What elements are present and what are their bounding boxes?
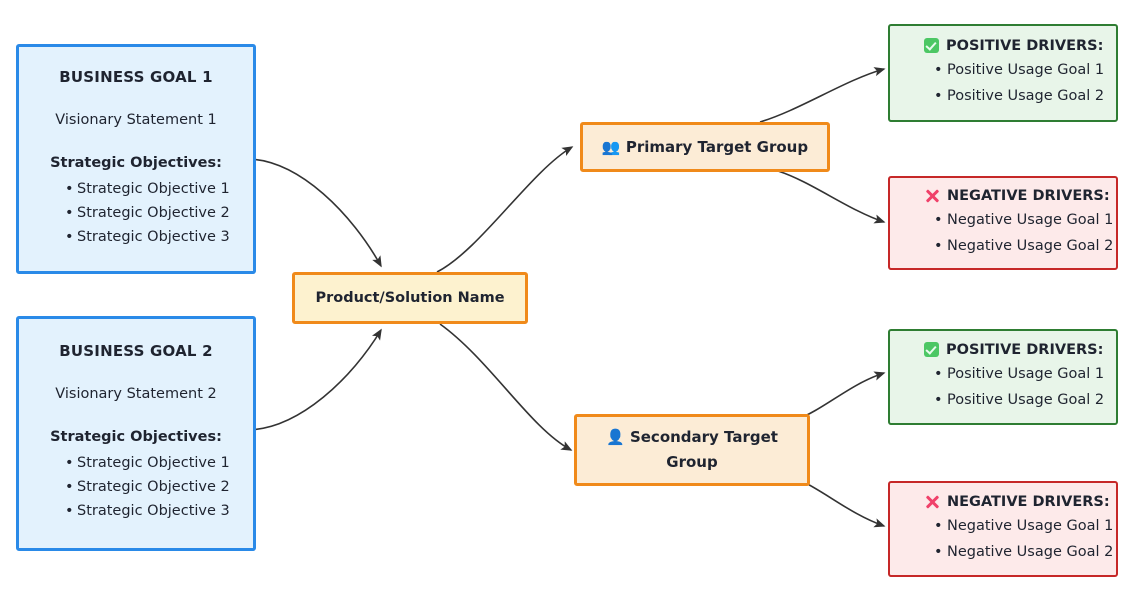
edge-goal1-to-product: [248, 158, 382, 268]
business-goal-2-objectives-heading: Strategic Objectives:: [50, 429, 222, 445]
edge-secondary-to-positive-2: [795, 371, 886, 421]
positive-drivers-2-heading-text: POSITIVE DRIVERS:: [946, 341, 1104, 358]
list-item: Negative Usage Goal 1: [934, 513, 1116, 539]
bust-in-silhouette-icon: 👤: [606, 428, 625, 446]
business-goal-1-objectives-heading: Strategic Objectives:: [50, 154, 222, 171]
busts-in-silhouette-icon: 👥: [601, 137, 621, 156]
edge-primary-to-positive-1: [759, 67, 886, 123]
list-item: Negative Usage Goal 2: [934, 539, 1116, 565]
product-solution-label: Product/Solution Name: [315, 290, 505, 306]
positive-drivers-2-heading: POSITIVE DRIVERS:: [890, 342, 1116, 358]
positive-drivers-1-list: Positive Usage Goal 1 Positive Usage Goa…: [890, 57, 1116, 109]
negative-drivers-2-heading: NEGATIVE DRIVERS:: [890, 494, 1116, 510]
negative-drivers-1-heading-text: NEGATIVE DRIVERS:: [947, 187, 1110, 204]
secondary-target-group-node[interactable]: 👤 Secondary Target Group: [574, 414, 810, 486]
business-goal-1-vision: Visionary Statement 1: [55, 111, 217, 128]
cross-mark-icon: [924, 494, 940, 510]
list-item: Strategic Objective 1: [65, 177, 237, 201]
list-item: Strategic Objective 1: [65, 451, 237, 475]
product-solution-node[interactable]: Product/Solution Name: [292, 272, 528, 324]
negative-drivers-1-node[interactable]: NEGATIVE DRIVERS: Negative Usage Goal 1 …: [888, 176, 1118, 270]
negative-drivers-1-heading: NEGATIVE DRIVERS:: [890, 188, 1116, 204]
check-mark-button-icon: [924, 38, 939, 53]
edge-product-to-primary: [436, 146, 574, 273]
business-goal-2-title: BUSINESS GOAL 2: [59, 342, 213, 360]
positive-drivers-2-node[interactable]: POSITIVE DRIVERS: Positive Usage Goal 1 …: [888, 329, 1118, 425]
business-goal-1-node[interactable]: BUSINESS GOAL 1 Visionary Statement 1 St…: [16, 44, 256, 274]
list-item: Negative Usage Goal 1: [934, 207, 1116, 233]
edge-goal2-to-product: [248, 328, 382, 431]
secondary-target-group-text: Secondary Target Group: [629, 428, 778, 471]
primary-target-group-node[interactable]: 👥 Primary Target Group: [580, 122, 830, 172]
business-goal-1-title: BUSINESS GOAL 1: [59, 67, 213, 86]
negative-drivers-1-list: Negative Usage Goal 1 Negative Usage Goa…: [890, 207, 1116, 259]
list-item: Strategic Objective 2: [65, 201, 237, 225]
edge-secondary-to-negative-2: [795, 477, 886, 528]
list-item: Strategic Objective 3: [65, 499, 237, 523]
list-item: Strategic Objective 3: [65, 225, 237, 249]
positive-drivers-1-heading: POSITIVE DRIVERS:: [890, 38, 1116, 54]
list-item: Positive Usage Goal 2: [934, 83, 1116, 109]
negative-drivers-2-node[interactable]: NEGATIVE DRIVERS: Negative Usage Goal 1 …: [888, 481, 1118, 577]
list-item: Positive Usage Goal 1: [934, 361, 1116, 387]
positive-drivers-2-list: Positive Usage Goal 1 Positive Usage Goa…: [890, 361, 1116, 413]
positive-drivers-1-node[interactable]: POSITIVE DRIVERS: Positive Usage Goal 1 …: [888, 24, 1118, 122]
cross-mark-icon: [924, 188, 940, 204]
business-goal-2-node[interactable]: BUSINESS GOAL 2 Visionary Statement 2 St…: [16, 316, 256, 551]
list-item: Positive Usage Goal 1: [934, 57, 1116, 83]
positive-drivers-1-heading-text: POSITIVE DRIVERS:: [946, 37, 1104, 54]
list-item: Negative Usage Goal 2: [934, 233, 1116, 259]
secondary-target-group-label: 👤 Secondary Target Group: [577, 425, 807, 475]
check-mark-button-icon: [924, 342, 939, 357]
business-goal-2-objectives-list: Strategic Objective 1 Strategic Objectiv…: [35, 451, 237, 523]
negative-drivers-2-list: Negative Usage Goal 1 Negative Usage Goa…: [890, 513, 1116, 565]
edge-product-to-secondary: [439, 323, 573, 451]
business-goal-2-vision: Visionary Statement 2: [55, 386, 217, 402]
primary-target-group-text: Primary Target Group: [625, 137, 809, 156]
negative-drivers-2-heading-text: NEGATIVE DRIVERS:: [947, 493, 1110, 510]
list-item: Strategic Objective 2: [65, 475, 237, 499]
list-item: Positive Usage Goal 2: [934, 387, 1116, 413]
business-goal-1-objectives-list: Strategic Objective 1 Strategic Objectiv…: [35, 177, 237, 249]
edge-primary-to-negative-1: [777, 170, 886, 224]
primary-target-group-label: 👥 Primary Target Group: [583, 135, 827, 160]
